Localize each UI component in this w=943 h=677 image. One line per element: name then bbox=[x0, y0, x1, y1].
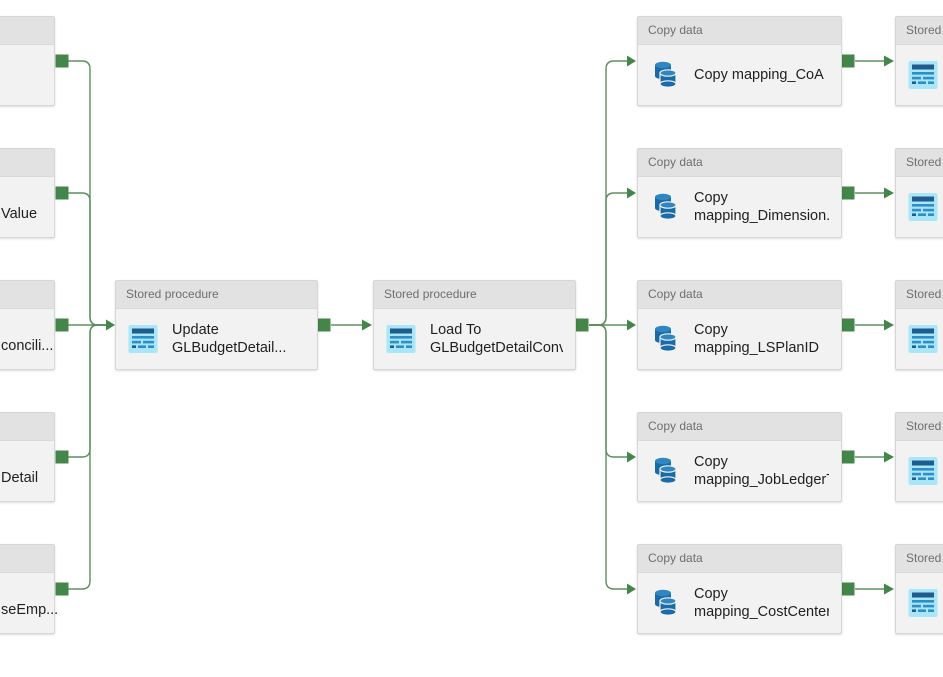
stored-procedure-icon bbox=[908, 588, 938, 618]
output-port[interactable] bbox=[55, 582, 69, 596]
activity-type-label: Copy data bbox=[638, 545, 841, 573]
output-port[interactable] bbox=[841, 186, 855, 200]
output-port[interactable] bbox=[841, 582, 855, 596]
activity-type-label bbox=[0, 545, 54, 573]
activity-node-copy-mapping-dimension[interactable]: Copy data Copy mapping_Dimension... bbox=[637, 148, 842, 238]
activity-node-right-3[interactable]: Stored bbox=[895, 280, 943, 370]
activity-node-right-4[interactable]: Stored bbox=[895, 412, 943, 502]
copy-data-icon bbox=[650, 588, 680, 618]
output-port[interactable] bbox=[317, 318, 331, 332]
activity-name: Value bbox=[1, 206, 38, 222]
stored-procedure-icon bbox=[908, 60, 938, 90]
activity-type-label: Stored bbox=[896, 149, 943, 177]
activity-node-right-2[interactable]: Stored bbox=[895, 148, 943, 238]
activity-node-load-to-glbudgetdetailconv[interactable]: Stored procedure Load To GLBudgetDetailC… bbox=[373, 280, 576, 370]
activity-name: Copy bbox=[694, 454, 728, 470]
activity-type-label: Copy data bbox=[638, 413, 841, 441]
activity-name-line2: GLBudgetDetailConv... bbox=[430, 340, 563, 356]
output-port[interactable] bbox=[55, 186, 69, 200]
copy-data-icon bbox=[650, 60, 680, 90]
activity-node-copy-mapping-costcenter[interactable]: Copy data Copy mapping_CostCenter... bbox=[637, 544, 842, 634]
activity-type-label: Stored bbox=[896, 281, 943, 309]
activity-name: Update bbox=[172, 322, 219, 338]
output-port[interactable] bbox=[575, 318, 589, 332]
copy-data-icon bbox=[650, 324, 680, 354]
connector-lines bbox=[68, 60, 885, 590]
activity-node-update-glbudgetdetail[interactable]: Stored procedure Update GLBudgetDetail..… bbox=[115, 280, 318, 370]
output-port[interactable] bbox=[55, 318, 69, 332]
activity-name: Load To bbox=[430, 322, 482, 338]
activity-type-label: Stored bbox=[896, 17, 943, 45]
activity-name: concili... bbox=[1, 338, 54, 354]
activity-type-label: Stored procedure bbox=[374, 281, 575, 309]
output-port[interactable] bbox=[841, 54, 855, 68]
activity-type-label: Copy data bbox=[638, 149, 841, 177]
activity-node-right-1[interactable]: Stored bbox=[895, 16, 943, 106]
activity-type-label bbox=[0, 149, 54, 177]
activity-node-copy-mapping-coa[interactable]: Copy data Copy mapping_CoA bbox=[637, 16, 842, 106]
activity-type-label: Stored bbox=[896, 545, 943, 573]
output-port[interactable] bbox=[841, 318, 855, 332]
activity-type-label: Stored procedure bbox=[116, 281, 317, 309]
activity-name: Copy mapping_CoA bbox=[694, 67, 824, 83]
activity-name-line2: mapping_LSPlanID bbox=[694, 340, 819, 356]
output-port[interactable] bbox=[841, 450, 855, 464]
activity-name-line2: mapping_CostCenter... bbox=[694, 604, 829, 620]
activity-node-left-5[interactable]: seEmp... bbox=[0, 544, 59, 634]
activity-name-line2: GLBudgetDetail... bbox=[172, 340, 287, 356]
activity-type-label bbox=[0, 281, 54, 309]
activity-node-copy-mapping-lsplanid[interactable]: Copy data Copy mapping_LSPlanID bbox=[637, 280, 842, 370]
stored-procedure-icon bbox=[386, 324, 416, 354]
activity-node-left-3[interactable]: concili... bbox=[0, 280, 55, 370]
activity-name: Detail bbox=[1, 470, 39, 486]
output-ports[interactable] bbox=[55, 54, 855, 596]
activity-type-label: Copy data bbox=[638, 281, 841, 309]
stored-procedure-icon bbox=[908, 324, 938, 354]
activity-type-label: Stored bbox=[896, 413, 943, 441]
copy-data-icon bbox=[650, 192, 680, 222]
activity-type-label bbox=[0, 17, 54, 45]
activity-name: Copy bbox=[694, 190, 728, 206]
activity-type-label: Copy data bbox=[638, 17, 841, 45]
output-port[interactable] bbox=[55, 54, 69, 68]
activity-node-left-2[interactable]: Value bbox=[0, 148, 55, 238]
stored-procedure-icon bbox=[908, 192, 938, 222]
activity-type-label bbox=[0, 413, 54, 441]
activity-name-line2: mapping_Dimension... bbox=[694, 208, 829, 224]
activity-node-left-1[interactable] bbox=[0, 16, 55, 106]
activity-name-line2: mapping_JobLedgerT... bbox=[694, 472, 829, 488]
activity-name: Copy bbox=[694, 586, 728, 602]
output-port[interactable] bbox=[55, 450, 69, 464]
activity-node-copy-mapping-jobledger[interactable]: Copy data Copy mapping_JobLedgerT... bbox=[637, 412, 842, 502]
activity-name: Copy bbox=[694, 322, 728, 338]
activity-node-right-5[interactable]: Stored bbox=[895, 544, 943, 634]
stored-procedure-icon bbox=[128, 324, 158, 354]
activity-node-left-4[interactable]: Detail bbox=[0, 412, 55, 502]
stored-procedure-icon bbox=[908, 456, 938, 486]
activity-name: seEmp... bbox=[1, 602, 59, 618]
copy-data-icon bbox=[650, 456, 680, 486]
arrowheads bbox=[106, 55, 894, 595]
